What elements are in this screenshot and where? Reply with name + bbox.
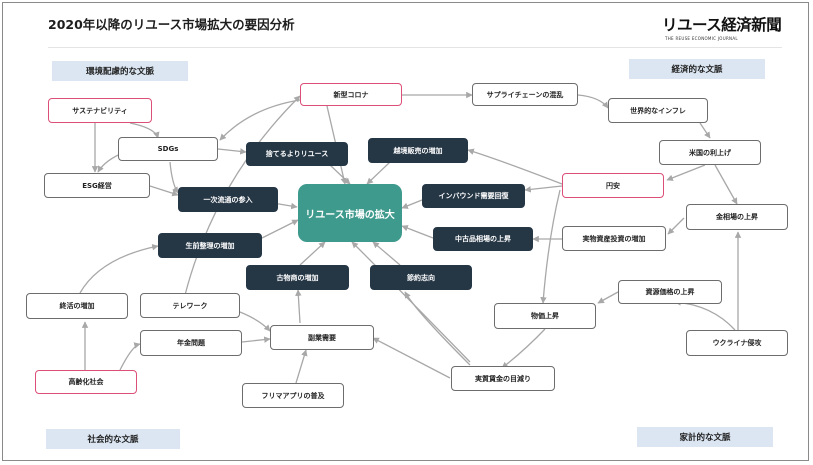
edge-prices-realwage — [501, 328, 546, 369]
node-covid: 新型コロナ — [300, 83, 402, 106]
context-social: 社会的な文脈 — [46, 429, 180, 449]
node-sustainability: サステナビリティ — [48, 98, 152, 123]
logo-tagline: THE REUSE ECONOMIC JOURNAL — [665, 36, 738, 41]
context-economic: 経済的な文脈 — [629, 59, 765, 79]
page-title: 2020年以降のリユース市場拡大の要因分析 — [48, 17, 295, 32]
node-cross-border-sales: 越境販売の増加 — [368, 138, 468, 163]
node-weak-yen: 円安 — [562, 173, 664, 198]
edge-esg-primary — [149, 185, 179, 197]
edge-seizen-center — [261, 219, 299, 239]
edge-yen-inbound — [524, 185, 563, 193]
node-aging-society: 高齢化社会 — [35, 370, 137, 394]
edge-flea-sidejob — [295, 349, 308, 384]
edge-sdgs-primary — [169, 161, 179, 194]
node-us-rate-hike: 米国の利上げ — [659, 140, 761, 165]
edge-setsuyaku-center — [372, 241, 401, 266]
node-inbound-recovery: インバウンド需要回復 — [422, 184, 525, 208]
node-resource-price-rise: 資源価格の上昇 — [618, 280, 722, 304]
edge-supply-inflation — [577, 94, 609, 109]
node-reuse-over-discard: 捨てるよりリユース — [246, 142, 348, 166]
node-gold-price-rise: 金相場の上昇 — [686, 204, 788, 230]
edge-ukraine-resource — [674, 299, 736, 331]
edge-realwage-sidejob — [372, 337, 451, 379]
edge-sidejob-kobutsu — [295, 289, 302, 324]
node-telework: テレワーク — [140, 293, 240, 318]
node-saving-orientation: 節約志向 — [370, 265, 472, 290]
edge-sdgs-sutero — [217, 148, 247, 155]
node-seizen-seiri-increase: 生前整理の増加 — [158, 233, 262, 258]
node-primary-distribution-entry: 一次流通の参入 — [178, 187, 278, 212]
node-price-rise: 物価上昇 — [494, 303, 596, 329]
edge-yen-crossborder — [467, 148, 563, 185]
node-reuse-market-growth: リユース市場の拡大 — [298, 184, 402, 242]
node-esg: ESG経営 — [44, 173, 150, 198]
edge-aging-pension — [119, 342, 141, 371]
edge-inflation-usrate — [699, 122, 711, 139]
edge-realwage-center — [351, 241, 471, 363]
edge-sustainability-sdgs — [129, 122, 160, 139]
edge-secondhand-center — [401, 225, 434, 239]
edge-gold-realasset — [667, 217, 685, 235]
edge-yen-prices — [540, 189, 561, 304]
node-real-wage-decline: 実質賃金の目減り — [451, 366, 555, 391]
context-household: 家計的な文脈 — [637, 427, 773, 447]
logo-wordmark: リユース経済新聞 — [662, 16, 782, 34]
edge-inbound-center — [401, 199, 423, 209]
node-real-asset-investment: 実物資産投資の増加 — [562, 226, 666, 251]
node-side-job-demand: 副業需要 — [270, 325, 374, 350]
node-secondhand-dealer-increase: 古物商の増加 — [246, 265, 349, 290]
publisher-logo: リユース経済新聞 THE REUSE ECONOMIC JOURNAL — [662, 13, 782, 47]
node-ukraine-invasion: ウクライナ侵攻 — [686, 330, 788, 356]
edge-usrate-gold — [714, 164, 738, 205]
node-shukatsu-increase: 終活の増加 — [26, 293, 128, 319]
edge-crossborder-center — [366, 161, 391, 185]
title-divider — [48, 47, 782, 48]
edge-sutero-center — [329, 164, 351, 185]
edge-pension-sidejob — [241, 336, 271, 343]
edge-kobutsu-center — [299, 241, 326, 266]
edge-covid-sutero — [219, 99, 301, 141]
context-environment: 環境配慮的な文脈 — [52, 61, 188, 81]
node-supply-chain: サプライチェーンの混乱 — [472, 83, 578, 106]
node-global-inflation: 世界的なインフレ — [608, 98, 708, 123]
node-flea-market-apps: フリマアプリの普及 — [242, 383, 344, 408]
node-secondhand-price-rise: 中古品相場の上昇 — [433, 227, 533, 251]
edge-shukatsu-seizen — [79, 244, 159, 294]
edge-realwage-setsuyaku — [404, 291, 471, 366]
node-sdgs: SDGs — [118, 137, 218, 161]
node-pension-issue: 年金問題 — [140, 330, 242, 356]
edge-resource-prices — [597, 291, 619, 304]
edge-usrate-yen — [666, 164, 706, 181]
